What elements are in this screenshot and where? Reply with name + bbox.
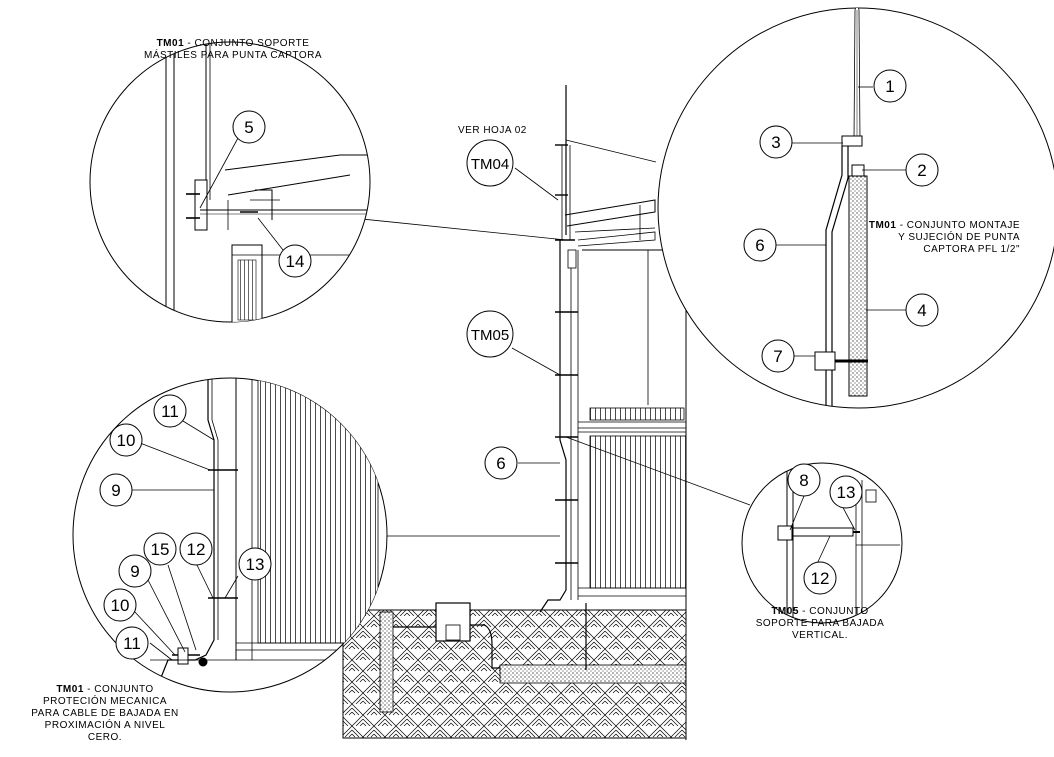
caption-mast-support: TM01 - CONJUNTO SOPORTE MÁSTILES PARA PU… — [144, 38, 322, 61]
svg-text:4: 4 — [917, 301, 926, 320]
detail-tag-tm05: TM05 — [466, 310, 514, 358]
svg-text:11: 11 — [161, 402, 179, 421]
callout-bubble-12-right: 12 — [803, 561, 837, 595]
callout-bubble-5: 5 — [232, 110, 266, 144]
callout-bubble-11-top: 11 — [153, 394, 187, 428]
svg-text:7: 7 — [773, 347, 782, 366]
callout-bubble-9-bottom: 9 — [118, 554, 152, 588]
svg-text:11: 11 — [123, 634, 141, 653]
facade-grille — [589, 435, 687, 589]
svg-text:12: 12 — [187, 540, 206, 559]
ground-rod — [379, 611, 394, 713]
callout-bubble-11-bottom: 11 — [115, 626, 149, 660]
svg-text:10: 10 — [117, 431, 136, 450]
callout-bubble-4: 4 — [905, 293, 939, 327]
svg-text:5: 5 — [244, 118, 253, 137]
svg-text:14: 14 — [286, 252, 305, 271]
callout-bubble-1: 1 — [873, 69, 907, 103]
down-conductor — [539, 240, 567, 613]
callout-bubble-12-left: 12 — [179, 532, 213, 566]
caption-mech-protection: TM01 - CONJUNTO PROTECIÓN MECANICA PARA … — [31, 684, 179, 743]
callout-bubble-6-detail: 6 — [743, 228, 777, 262]
caption-vertical-support: TM05 - CONJUNTO SOPORTE PARA BAJADA VERT… — [755, 606, 885, 641]
svg-text:9: 9 — [111, 481, 120, 500]
svg-text:2: 2 — [917, 161, 926, 180]
svg-text:TM04: TM04 — [471, 156, 509, 173]
callout-bubble-8: 8 — [787, 463, 821, 497]
detail-mech-protection — [72, 377, 388, 693]
svg-text:1: 1 — [885, 77, 894, 96]
callout-bubble-2: 2 — [905, 153, 939, 187]
svg-text:TM05: TM05 — [471, 327, 509, 344]
svg-text:6: 6 — [755, 236, 764, 255]
svg-text:8: 8 — [799, 471, 808, 490]
callout-bubble-6-main: 6 — [484, 446, 518, 480]
callout-bubble-15: 15 — [143, 532, 177, 566]
callout-bubble-9-top: 9 — [99, 473, 133, 507]
callout-bubble-3: 3 — [759, 125, 793, 159]
svg-text:10: 10 — [111, 596, 130, 615]
leader-lines — [132, 86, 906, 661]
detail-mounting — [657, 7, 1054, 409]
detail-tag-tm04: TM04 — [466, 139, 514, 187]
callout-bubble-13-left: 13 — [238, 547, 272, 581]
callout-bubble-14: 14 — [278, 244, 312, 278]
sheet-reference: VER HOJA 02 — [458, 125, 527, 136]
svg-text:13: 13 — [246, 555, 265, 574]
svg-text:13: 13 — [837, 483, 856, 502]
caption-mounting: TM01 - CONJUNTO MONTAJE Y SUJECIÓN DE PU… — [868, 220, 1020, 255]
svg-text:12: 12 — [811, 569, 830, 588]
svg-text:3: 3 — [771, 133, 780, 152]
callout-bubble-10-bottom: 10 — [103, 588, 137, 622]
detail-vertical-support — [741, 462, 903, 624]
svg-text:6: 6 — [496, 454, 505, 473]
svg-text:9: 9 — [130, 562, 139, 581]
main-elevation — [264, 85, 751, 740]
callout-bubble-13-right: 13 — [829, 475, 863, 509]
callout-bubble-7: 7 — [761, 339, 795, 373]
callout-bubble-10-top: 10 — [109, 423, 143, 457]
svg-text:15: 15 — [151, 540, 170, 559]
